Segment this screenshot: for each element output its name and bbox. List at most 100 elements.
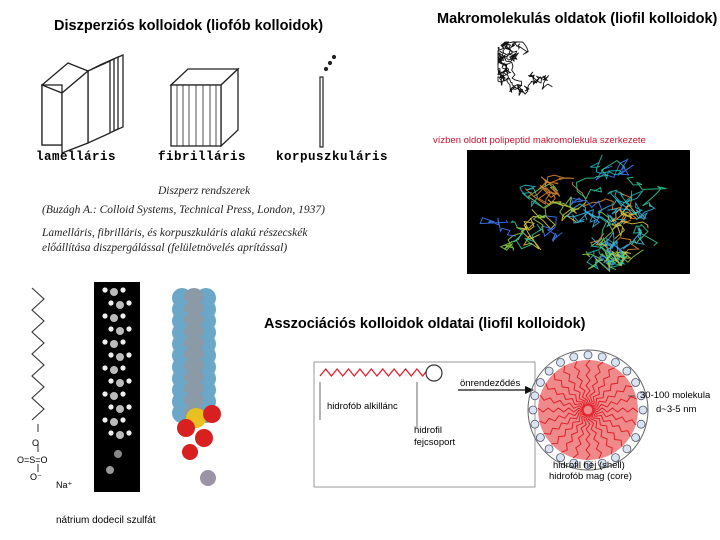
micelle-head xyxy=(530,391,540,401)
oxygen-atom xyxy=(106,466,114,474)
hydrogen-atom xyxy=(108,430,114,436)
caption-source: (Buzágh A.: Colloid Systems, Technical P… xyxy=(42,204,325,216)
carbon-atom xyxy=(110,418,118,426)
micelle-formation-diagram xyxy=(313,349,649,488)
micelle-tail xyxy=(591,411,623,447)
micelle-tail xyxy=(551,413,587,445)
label-fibrillar: fibrilláris xyxy=(158,150,247,164)
hydrogen-atom xyxy=(126,300,132,306)
disperse-particles-illustration xyxy=(40,54,337,154)
corpuscular-particle xyxy=(319,54,337,148)
protein-strand xyxy=(597,211,614,264)
carbon-atom xyxy=(116,431,124,439)
micelle-head xyxy=(583,460,593,470)
hydrogen-atom xyxy=(120,339,126,345)
micelle-tail xyxy=(592,410,631,437)
micelle-head xyxy=(611,453,620,462)
caption-title: Diszperz rendszerek xyxy=(158,185,251,197)
protein-strand xyxy=(519,184,542,208)
carbon-atom xyxy=(110,314,118,322)
micelle-head xyxy=(597,352,607,362)
micelle-tail xyxy=(591,395,637,411)
sds-oxygen-ester: O xyxy=(32,438,40,448)
micelle-tail xyxy=(573,361,589,407)
polypeptide-coil-illustration xyxy=(497,41,553,96)
hydrogen-atom xyxy=(108,352,114,358)
hydrogen-atom xyxy=(108,300,114,306)
space-fill-atom xyxy=(200,470,216,486)
self-assembly-label: önrendeződés xyxy=(460,378,521,389)
micelle-tail xyxy=(592,408,637,426)
sds-space-filling-model xyxy=(172,288,221,486)
protein-strand xyxy=(565,203,601,229)
hydrogen-atom xyxy=(102,313,108,319)
macro-subtitle: vízben oldott polipeptid makromolekula s… xyxy=(433,135,646,146)
sds-ball-stick-model xyxy=(94,282,140,492)
hydrogen-atom xyxy=(126,430,132,436)
micelle-tail xyxy=(590,385,633,408)
carbon-atom xyxy=(116,379,124,387)
hydrogen-atom xyxy=(126,352,132,358)
carbon-atom xyxy=(116,405,124,413)
protein-strand xyxy=(527,183,586,219)
sds-caption: nátrium dodecil szulfát xyxy=(56,515,156,526)
carbon-atom xyxy=(110,392,118,400)
protein-strand xyxy=(524,179,559,206)
micelle-tail xyxy=(563,365,586,408)
hydrogen-atom xyxy=(120,365,126,371)
protein-structure-image xyxy=(467,150,690,274)
micelle-head xyxy=(544,444,554,454)
hydrogen-atom xyxy=(102,417,108,423)
hydrophilic-head-label-2: fejcsoport xyxy=(414,437,456,448)
micelle-tail xyxy=(585,359,591,407)
carbon-atom xyxy=(110,366,118,374)
space-fill-atom xyxy=(195,429,213,447)
hydrogen-atom xyxy=(108,326,114,332)
micelle-tail xyxy=(539,409,585,425)
hydrogen-atom xyxy=(102,365,108,371)
protein-strand xyxy=(604,251,629,265)
micelle-head xyxy=(556,453,565,462)
space-fill-atom xyxy=(182,444,198,460)
micelle-head xyxy=(631,433,641,442)
hydrogen-atom xyxy=(126,326,132,332)
label-lamellar: lamelláris xyxy=(36,150,117,164)
carbon-atom xyxy=(116,327,124,335)
micelle-tail xyxy=(589,375,625,407)
micelle-tail xyxy=(588,367,615,406)
micelle-tail xyxy=(553,373,585,409)
space-fill-atom xyxy=(203,405,221,423)
hydrogen-atom xyxy=(120,417,126,423)
fibrillar-particle xyxy=(169,67,240,148)
micelle-head xyxy=(528,405,538,415)
protein-strand xyxy=(575,159,626,200)
protein-strand xyxy=(532,196,574,233)
sds-sodium-ion: Na⁺ xyxy=(56,480,73,490)
shell-label: hidrofil héj (shell) xyxy=(553,460,625,471)
sds-skeletal-formula xyxy=(31,287,45,472)
protein-strand xyxy=(510,220,542,250)
micelle-head xyxy=(544,366,554,376)
macro-title: Makromolekulás oldatok (liofil kolloidok… xyxy=(437,11,718,27)
carbon-atom xyxy=(110,340,118,348)
micelle-head xyxy=(583,350,593,360)
micelle-tail xyxy=(545,383,584,410)
micelle-head xyxy=(556,357,565,367)
hydrogen-atom xyxy=(126,378,132,384)
micelle-tail xyxy=(586,361,604,406)
micelle-head xyxy=(622,444,632,454)
assoc-title: Asszociációs kolloidok oldatai (liofil k… xyxy=(264,316,586,332)
micelle-head xyxy=(636,419,646,429)
hydrogen-atom xyxy=(120,313,126,319)
micelle-tail xyxy=(585,413,591,461)
micelle-head xyxy=(569,352,579,362)
protein-strand xyxy=(607,189,633,207)
hydrophobic-chain-label: hidrofób alkillánc xyxy=(327,401,398,412)
caption-line-1: Lamelláris, fibrilláris, és korpuszkulár… xyxy=(42,227,308,239)
disperse-title: Diszperziós kolloidok (liofób kolloidok) xyxy=(54,18,324,34)
lamellar-particle xyxy=(40,54,124,154)
micelle-tail xyxy=(591,407,639,413)
core-label: hidrofób mag (core) xyxy=(549,471,632,482)
hydrogen-atom xyxy=(120,287,126,293)
micelle-tail xyxy=(572,414,590,459)
